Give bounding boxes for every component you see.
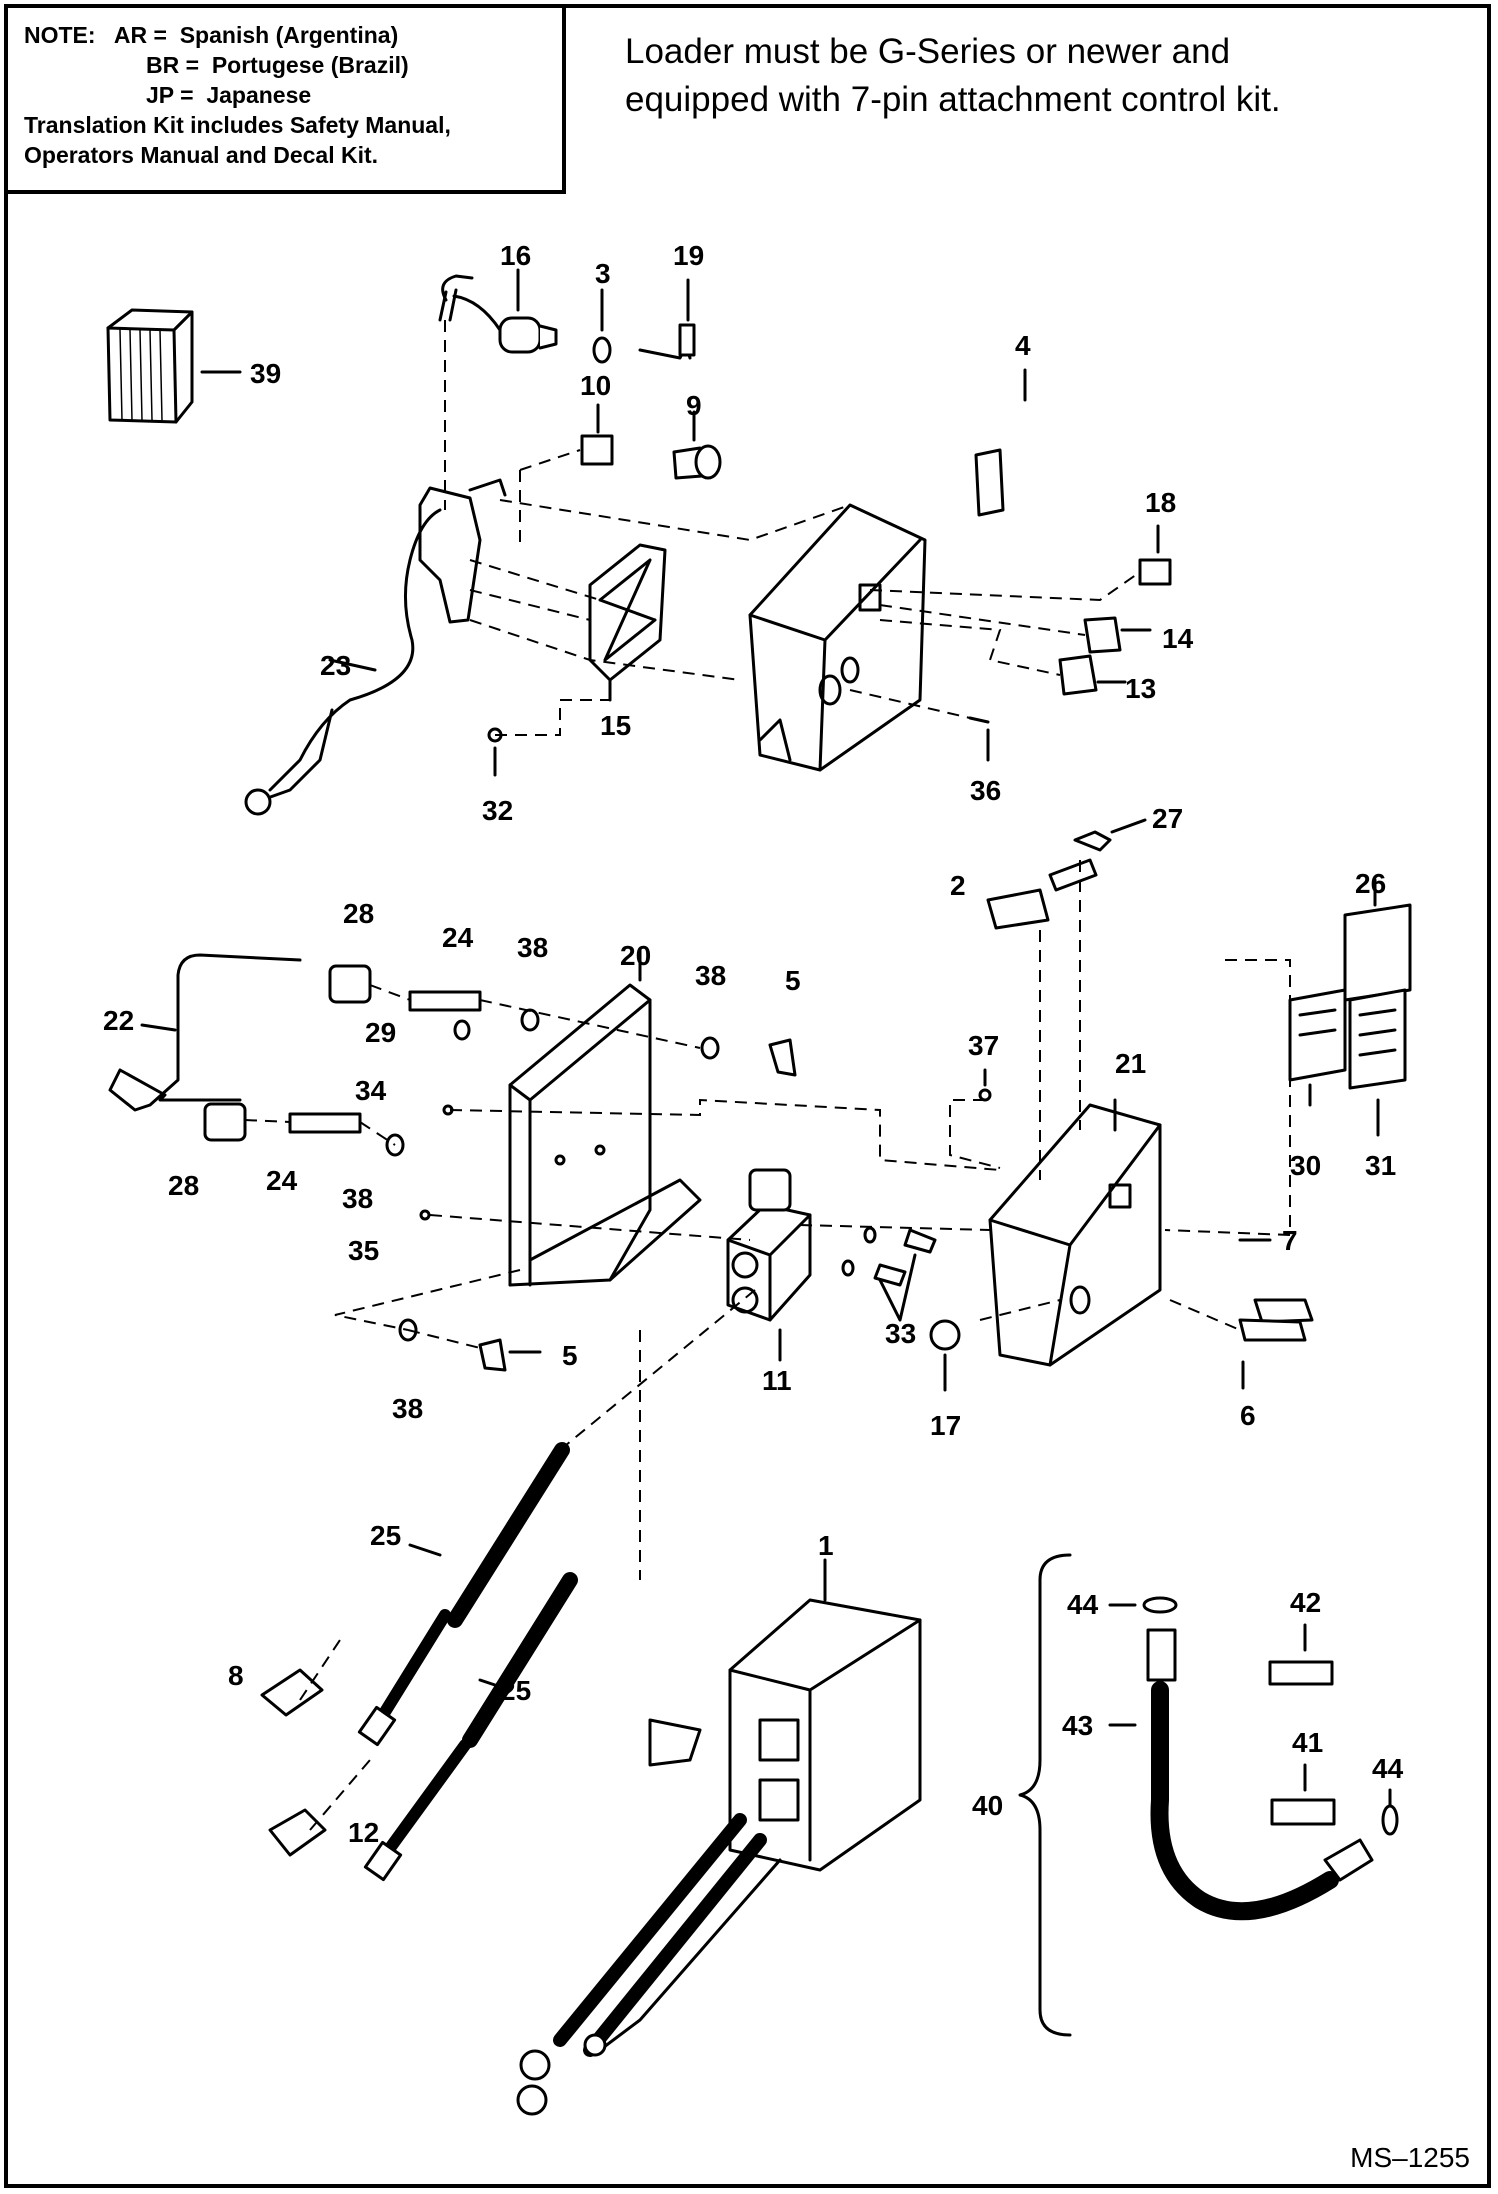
diagram-frame <box>4 4 1491 2188</box>
decals-2-27 <box>986 818 1147 930</box>
note-code: BR = <box>146 52 200 78</box>
callout-24a: 24 <box>442 922 474 953</box>
callout-22: 22 <box>103 1005 134 1036</box>
callout-21: 21 <box>1115 1048 1146 1079</box>
knobs-nuts <box>385 1008 797 1372</box>
callout-9: 9 <box>686 390 702 421</box>
hoses-25 <box>260 1442 578 1882</box>
rocker-switches <box>1058 524 1172 696</box>
note-row-ar: NOTE: AR = Spanish (Argentina) <box>24 20 562 50</box>
callout-26: 26 <box>1355 868 1386 899</box>
callout-35: 35 <box>348 1235 379 1266</box>
callout-20: 20 <box>620 940 651 971</box>
valve-11 <box>726 1168 812 1362</box>
callout-30: 30 <box>1290 1150 1321 1181</box>
callout-6: 6 <box>1240 1400 1256 1431</box>
requirement-note: Loader must be G-Series or newer and equ… <box>625 28 1281 124</box>
callout-39: 39 <box>250 358 281 389</box>
callout-7: 7 <box>1282 1225 1298 1256</box>
hose-kit-40 <box>1018 1553 1399 2037</box>
callout-2: 2 <box>950 870 966 901</box>
callout-28a: 28 <box>343 898 374 929</box>
callout-17: 17 <box>930 1410 961 1441</box>
callout-32: 32 <box>482 795 513 826</box>
callout-15: 15 <box>600 710 631 741</box>
requirement-line-1: Loader must be G-Series or newer and <box>625 32 1231 71</box>
switch-10-9 <box>580 403 722 480</box>
callout-12: 12 <box>348 1817 379 1848</box>
callout-28b: 28 <box>168 1170 199 1201</box>
note-code: JP = <box>146 82 194 108</box>
connector-16 <box>438 268 696 364</box>
note-language: Spanish (Argentina) <box>179 22 399 48</box>
callout-43: 43 <box>1062 1710 1093 1741</box>
callout-38b: 38 <box>695 960 726 991</box>
valve-assembly-1 <box>516 1558 922 2116</box>
translation-note: NOTE: AR = Spanish (Argentina) BR = Port… <box>4 4 566 194</box>
cable-22 <box>108 953 482 1142</box>
callout-11: 11 <box>762 1365 792 1396</box>
callout-23: 23 <box>320 650 351 681</box>
callout-41: 41 <box>1292 1727 1323 1758</box>
note-language: Japanese <box>206 82 312 108</box>
note-label: NOTE: <box>24 22 96 48</box>
wire-harness-23 <box>244 478 507 816</box>
control-box-top <box>748 503 927 772</box>
callout-3: 3 <box>595 258 611 289</box>
decal-sheets <box>1288 878 1412 1137</box>
callout-33: 33 <box>885 1318 916 1349</box>
callout-labels: 1 2 3 4 5 5 6 7 8 9 10 11 12 13 14 15 16… <box>103 240 1404 1848</box>
callout-24b: 24 <box>266 1165 298 1196</box>
callout-27: 27 <box>1152 803 1183 834</box>
callout-40: 40 <box>972 1790 1003 1821</box>
bracket-20 <box>508 948 702 1287</box>
callout-38d: 38 <box>392 1393 423 1424</box>
callout-31: 31 <box>1365 1150 1396 1181</box>
callout-8: 8 <box>228 1660 244 1691</box>
callout-4: 4 <box>1015 330 1031 361</box>
callout-42: 42 <box>1290 1587 1321 1618</box>
leader-lines <box>244 320 1291 1831</box>
callout-14: 14 <box>1162 623 1194 654</box>
callout-1: 1 <box>818 1530 834 1561</box>
callout-36: 36 <box>970 775 1001 806</box>
note-translation-1: Translation Kit includes Safety Manual, <box>24 112 451 138</box>
callout-38c: 38 <box>342 1183 373 1214</box>
callout-25b: 25 <box>500 1675 531 1706</box>
bracket-15 <box>588 543 667 702</box>
note-translation-2: Operators Manual and Decal Kit. <box>24 142 379 168</box>
note-language: Portugese (Brazil) <box>211 52 409 78</box>
figure-code: MS–1255 <box>1350 2142 1470 2173</box>
requirement-line-2: equipped with 7-pin attachment control k… <box>625 80 1281 119</box>
control-box-21 <box>988 1098 1162 1367</box>
callout-34: 34 <box>355 1075 387 1106</box>
callout-25a: 25 <box>370 1520 401 1551</box>
callout-5a: 5 <box>785 965 801 996</box>
note-row-br: BR = Portugese (Brazil) <box>24 50 562 80</box>
screws <box>487 716 990 777</box>
callout-16: 16 <box>500 240 531 271</box>
callout-29: 29 <box>365 1017 396 1048</box>
callout-37: 37 <box>968 1030 999 1061</box>
callout-44b: 44 <box>1372 1753 1404 1784</box>
callout-13: 13 <box>1125 673 1156 704</box>
callout-19: 19 <box>673 240 704 271</box>
note-code: AR = <box>113 22 167 48</box>
callout-44a: 44 <box>1067 1589 1099 1620</box>
note-row-jp: JP = Japanese <box>24 80 562 110</box>
callout-5b: 5 <box>562 1340 578 1371</box>
fittings-33-17 <box>841 1068 992 1392</box>
cover-plate-4 <box>974 368 1027 517</box>
callout-38a: 38 <box>517 932 548 963</box>
callout-10: 10 <box>580 370 611 401</box>
decal-kit-box <box>106 308 242 424</box>
couplers-6-7 <box>1238 1238 1314 1390</box>
callout-18: 18 <box>1145 487 1176 518</box>
